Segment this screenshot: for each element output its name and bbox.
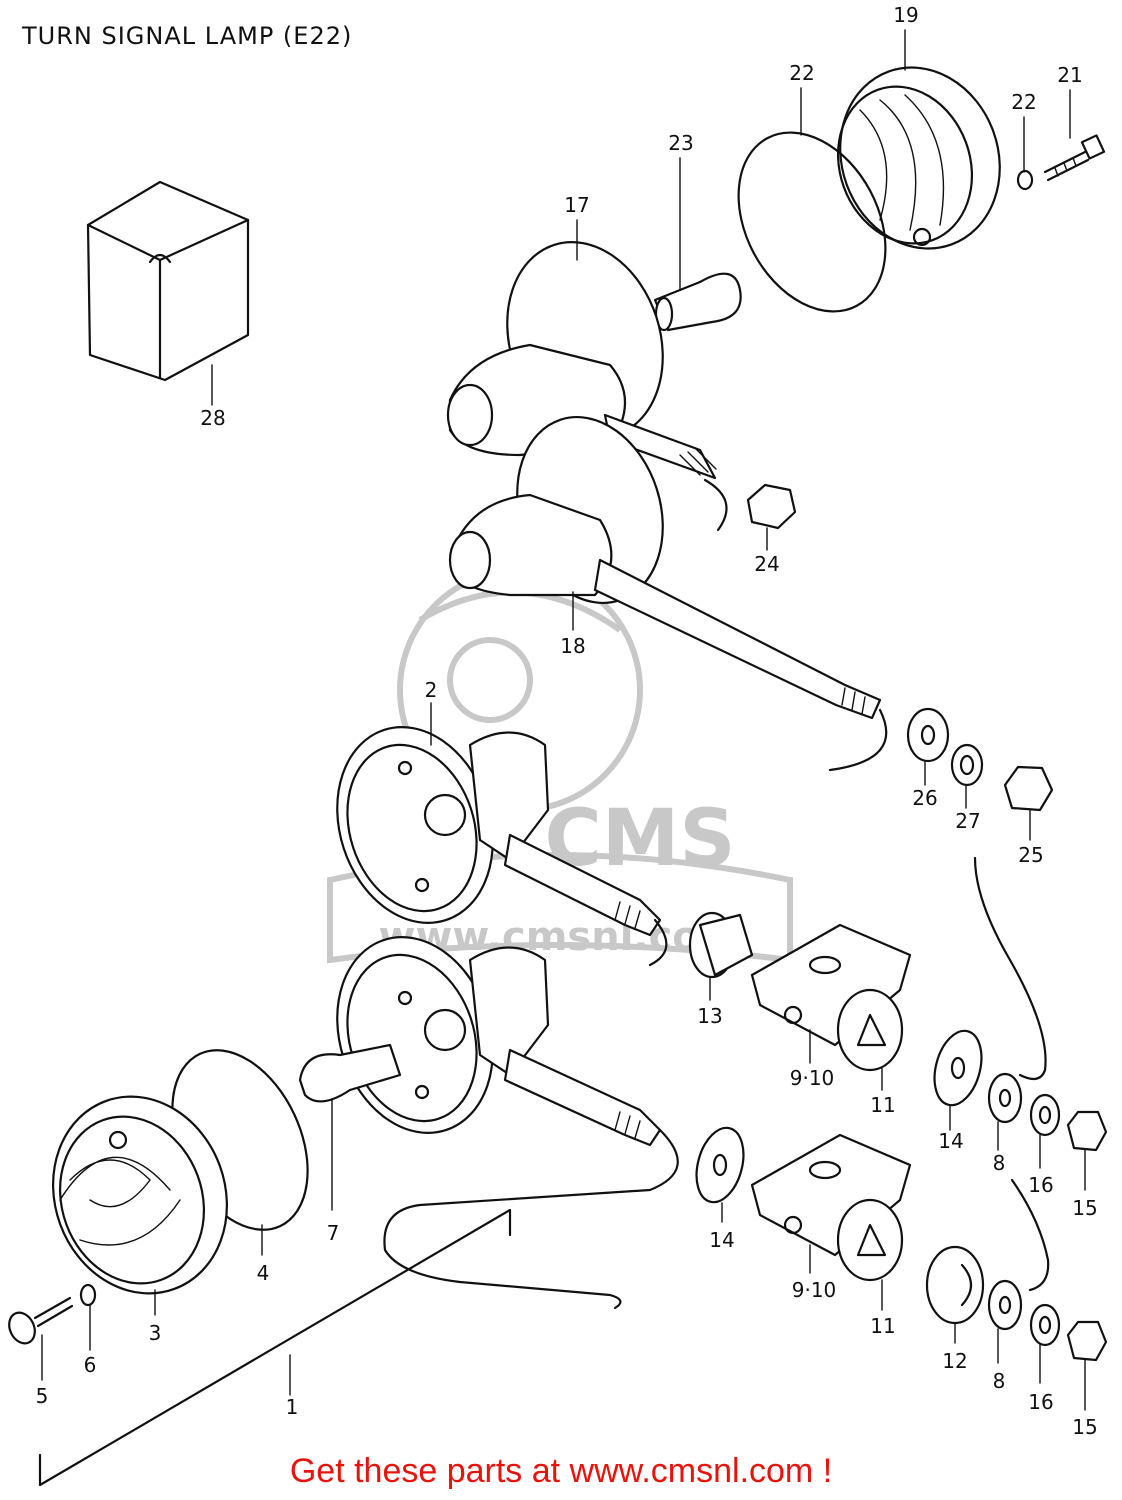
part-label-12: 12 [942,1349,967,1373]
part-label-14: 14 [938,1129,963,1153]
nut-25 [1003,765,1054,812]
washer-14-lower [695,1126,745,1204]
part-label-16b: 16 [1028,1390,1053,1414]
nut-15-lower [1066,1320,1108,1362]
part-label-3: 3 [149,1321,162,1345]
ground-wire-upper [973,856,1047,1081]
washer-14-upper [933,1029,983,1107]
part-label-24: 24 [754,552,779,576]
front-housing-lower [336,936,662,1147]
washer-small [1016,169,1034,191]
nut-15-upper [1066,1110,1108,1152]
washer-26 [906,707,950,763]
nut-24 [746,483,797,530]
part-label-26: 26 [912,786,937,810]
part-labels: 28 19 22 22 21 23 17 24 18 2 26 27 25 13… [36,3,1098,1439]
part-label-22: 22 [789,61,814,85]
lock-washer-27 [950,743,984,787]
part-label-25: 25 [1018,843,1043,867]
part-label-7: 7 [327,1221,340,1245]
part-label-11: 11 [870,1093,895,1117]
relay-unit [86,180,250,382]
rear-lens [836,66,1001,250]
part-label-18: 18 [560,634,585,658]
assembly-bracket-line [38,1208,512,1487]
washer-8-lower [987,1279,1023,1331]
part-label-6: 6 [84,1353,97,1377]
bracket-upper [750,923,912,1072]
part-label-4: 4 [257,1261,270,1285]
part-label-8: 8 [993,1151,1006,1175]
lead-wire [383,1128,679,1310]
part-label-16: 16 [1028,1173,1053,1197]
rear-housing-18 [448,415,888,772]
leader-lines [41,29,1086,1411]
part-label-19: 19 [893,3,918,27]
part-label-15b: 15 [1072,1415,1097,1439]
page-title: TURN SIGNAL LAMP (E22) [22,22,353,50]
part-label-9-10b: 9·10 [792,1278,837,1302]
lock-washer-16-upper [1029,1093,1061,1137]
collar-13 [688,911,754,979]
part-label-22b: 22 [1011,90,1036,114]
front-housing-upper [336,726,668,967]
part-label-23: 23 [668,131,693,155]
part-label-2: 2 [425,678,438,702]
part-label-27: 27 [955,809,980,833]
washer-8-upper [987,1072,1023,1124]
part-label-13: 13 [697,1004,722,1028]
bulb-upper [653,272,742,332]
washer-6 [79,1283,97,1307]
part-label-21: 21 [1057,63,1082,87]
bulb-lower [298,1043,402,1103]
footer-link[interactable]: Get these parts at www.cmsnl.com ! [289,1452,833,1490]
part-label-28: 28 [200,406,225,430]
ground-wire-lower [1010,1178,1050,1292]
gasket-ring-upper [737,131,887,313]
bracket-lower [750,1133,912,1282]
part-label-5: 5 [36,1384,49,1408]
lens-screw [1043,134,1106,182]
part-label-14b: 14 [709,1228,734,1252]
part-label-11b: 11 [870,1314,895,1338]
part-label-17: 17 [564,193,589,217]
part-label-8b: 8 [993,1369,1006,1393]
grommet-12 [925,1245,985,1325]
part-label-1: 1 [286,1395,299,1419]
lock-washer-16-lower [1029,1303,1061,1347]
lens-screw-lower [8,1296,74,1345]
part-label-9-10: 9·10 [790,1066,835,1090]
front-lens [52,1095,228,1295]
part-label-15: 15 [1072,1196,1097,1220]
